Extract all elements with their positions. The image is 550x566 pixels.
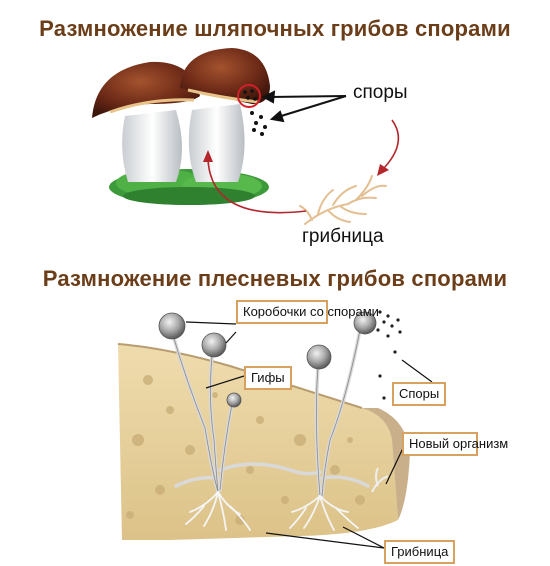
new-organism-sprout [371, 467, 389, 493]
spore-release-circle [237, 84, 261, 108]
spores-pointer-arrows [261, 90, 347, 123]
title-mold-fungi: Размножение плесневых грибов спорами [42, 266, 508, 291]
mushroom-back [92, 61, 200, 182]
title-cap-fungi: Размножение шляпочных грибов спорами [39, 16, 511, 41]
label-spores-top: споры [353, 82, 408, 103]
falling-spores [250, 111, 267, 136]
bread-slice [117, 343, 410, 540]
label-mycelium-bottom: Грибница [384, 540, 456, 564]
label-spore-boxes: Коробочки со спорами [236, 300, 379, 324]
label-mycelium-top: грибница [302, 226, 384, 247]
label-new-organism: Новый организм [402, 432, 508, 456]
life-cycle-arrowheads [203, 150, 389, 176]
mycelium-top [299, 175, 387, 225]
mycelium-roots [185, 491, 359, 531]
mold-hyphae-outline [171, 329, 361, 497]
label-hyphae: Гифы [244, 366, 292, 390]
spore-capsules [158, 311, 377, 408]
mushroom-front [180, 48, 270, 182]
life-cycle-arrows [207, 119, 400, 214]
label-spores-bottom: Споры [392, 382, 447, 406]
released-spores [376, 310, 402, 400]
callout-lines [185, 321, 433, 549]
bread-pores [126, 375, 365, 525]
